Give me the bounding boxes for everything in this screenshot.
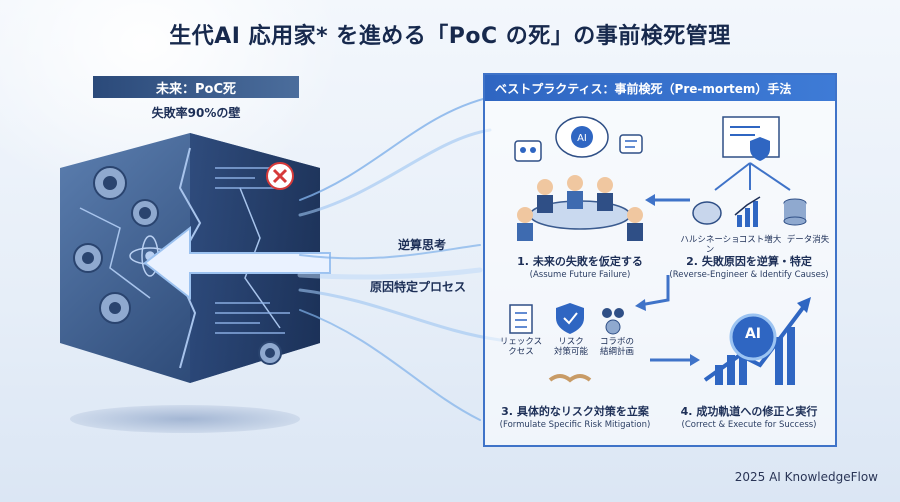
reverse-arrow [143, 225, 331, 301]
step-2-title: 2. 失敗原因を逆算・特定 [686, 255, 812, 268]
poc-death-label: 未来：PoC死 [93, 76, 299, 98]
cause-cost: コスト増大 [738, 235, 782, 245]
connector-arrow [639, 275, 670, 307]
cube-graphic [60, 133, 331, 383]
step-4: 4. 成功軌道への修正と実行 (Correct & Execute for Su… [665, 403, 833, 430]
team-gear-icon [602, 308, 624, 335]
ai-thought-icon: AI [555, 116, 609, 158]
ai-thought-text: AI [577, 133, 587, 144]
step-3: 3. 具体的なリスク対策を立案 (Formulate Specific Risk… [489, 403, 661, 430]
error-icon [266, 162, 294, 190]
cause-data-loss: データ消失 [786, 235, 830, 245]
page-title: 生代AI 応用家* を進める「PoC の死」の事前検死管理 [169, 24, 731, 49]
measure-2: リスク 対策可能 [553, 337, 588, 357]
premortem-panel: ベストプラクティス：事前検死（Pre-mortem）手法 AI [483, 73, 837, 447]
panel-header: ベストプラクティス：事前検死（Pre-mortem）手法 [485, 75, 835, 101]
shield-check-icon [556, 303, 584, 334]
code-lines [215, 167, 290, 334]
root-cause-label: 原因特定プロセス [370, 280, 467, 294]
brain-icon [692, 201, 722, 225]
handshake-icon [548, 374, 592, 383]
checklist-icon [509, 304, 533, 334]
gear-icon [73, 166, 282, 365]
step-4-en: (Correct & Execute for Success) [681, 420, 817, 430]
step-1-en: (Assume Future Failure) [529, 270, 631, 280]
screen-shield-icon [722, 116, 780, 161]
step-1: 1. 未来の失敗を仮定する (Assume Future Failure) [495, 253, 665, 280]
measure-3: コラボの 結綱計画 [599, 337, 634, 357]
cause-hallucination: ハルシネーション [680, 235, 740, 255]
failure-rate-label: 失敗率90%の壁 [151, 106, 241, 120]
chat-icon [514, 140, 542, 162]
ai-badge: AI [744, 326, 762, 342]
checklist-bubble-icon [619, 134, 643, 154]
crack-line [79, 207, 151, 299]
step-1-title: 1. 未来の失敗を仮定する [517, 255, 643, 268]
branch-arrows [714, 162, 791, 191]
step-4-title: 4. 成功軌道への修正と実行 [680, 405, 818, 418]
step-2-en: (Reverse-Engineer & Identify Causes) [669, 270, 829, 280]
reverse-thinking-label: 逆算思考 [398, 238, 447, 252]
meeting-icon [517, 175, 643, 241]
step-3-title: 3. 具体的なリスク対策を立案 [501, 405, 649, 418]
step-3-en: (Formulate Specific Risk Mitigation) [499, 420, 651, 430]
measure-1: リェックス クセス [499, 337, 543, 357]
success-chart-icon [703, 297, 811, 385]
step-2: 2. 失敗原因を逆算・特定 (Reverse-Engineer & Identi… [665, 253, 833, 280]
cube-shadow [70, 405, 300, 433]
footer-credit: 2025 AI KnowledgeFlow [734, 470, 878, 484]
broken-poc-cube [40, 128, 340, 388]
panel-graphics: AI [509, 116, 811, 385]
database-icon [783, 198, 807, 226]
cost-chart-icon [734, 196, 761, 227]
